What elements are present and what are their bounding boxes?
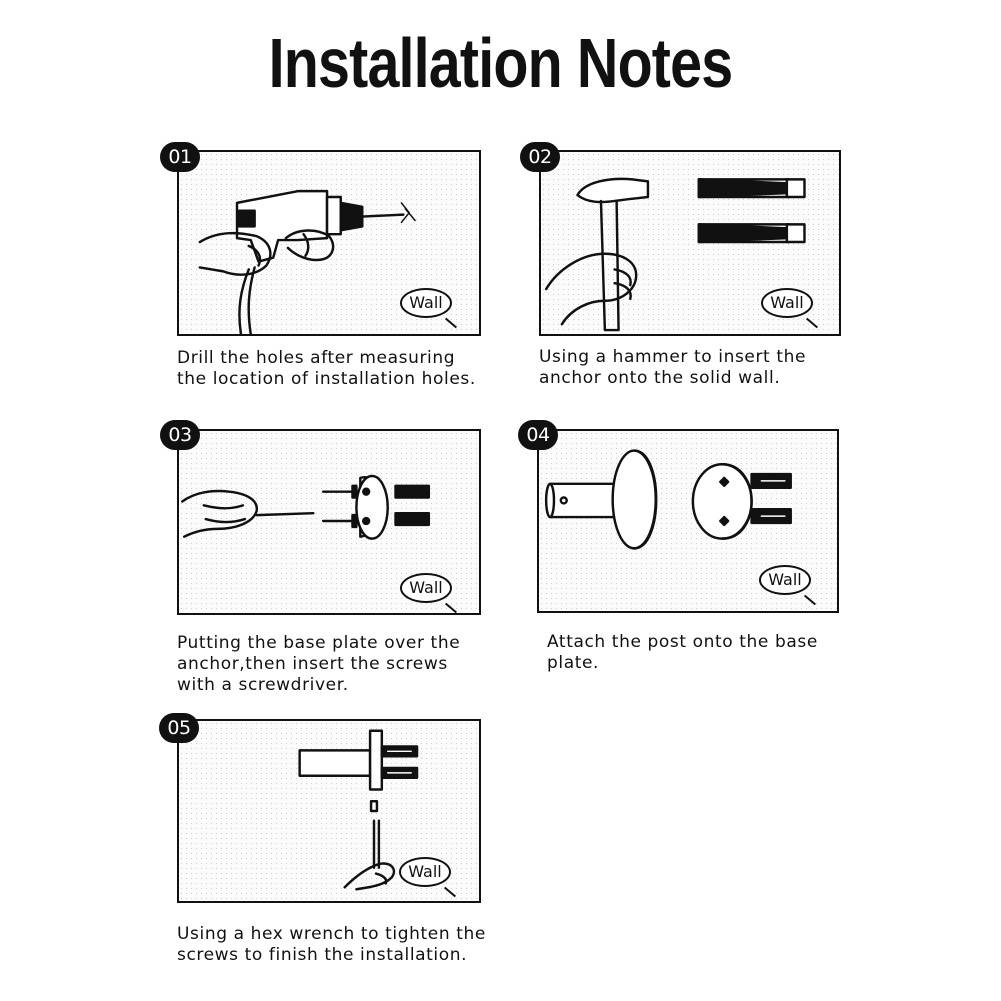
step-04-number: 04 [518, 420, 558, 450]
step-02-number: 02 [520, 142, 560, 172]
step-04-wall-label: Wall [759, 565, 811, 595]
step-03-caption: Putting the base plate over the anchor,t… [177, 633, 461, 695]
step-05-number: 05 [159, 713, 199, 743]
hex-wrench-icon [298, 729, 419, 891]
step-04-caption: Attach the post onto the base plate. [547, 632, 818, 673]
step-05-wall-label: Wall [399, 857, 451, 887]
page-title: Installation Notes [268, 24, 733, 102]
step-05-caption: Using a hex wrench to tighten the screws… [177, 924, 486, 965]
hammer-icon [544, 177, 806, 332]
step-01-number: 01 [160, 142, 200, 172]
post-icon [544, 449, 792, 550]
step-02-caption: Using a hammer to insert the anchor onto… [539, 347, 807, 388]
step-03-wall-label: Wall [400, 573, 452, 603]
step-01-panel [177, 150, 481, 336]
step-03-number: 03 [160, 420, 200, 450]
step-01-wall-label: Wall [400, 288, 452, 318]
step-01-caption: Drill the holes after measuring the loca… [177, 348, 476, 389]
step-03-panel [177, 429, 481, 615]
screwdriver-icon [181, 474, 431, 540]
drill-icon [198, 189, 416, 334]
step-02-wall-label: Wall [761, 288, 813, 318]
